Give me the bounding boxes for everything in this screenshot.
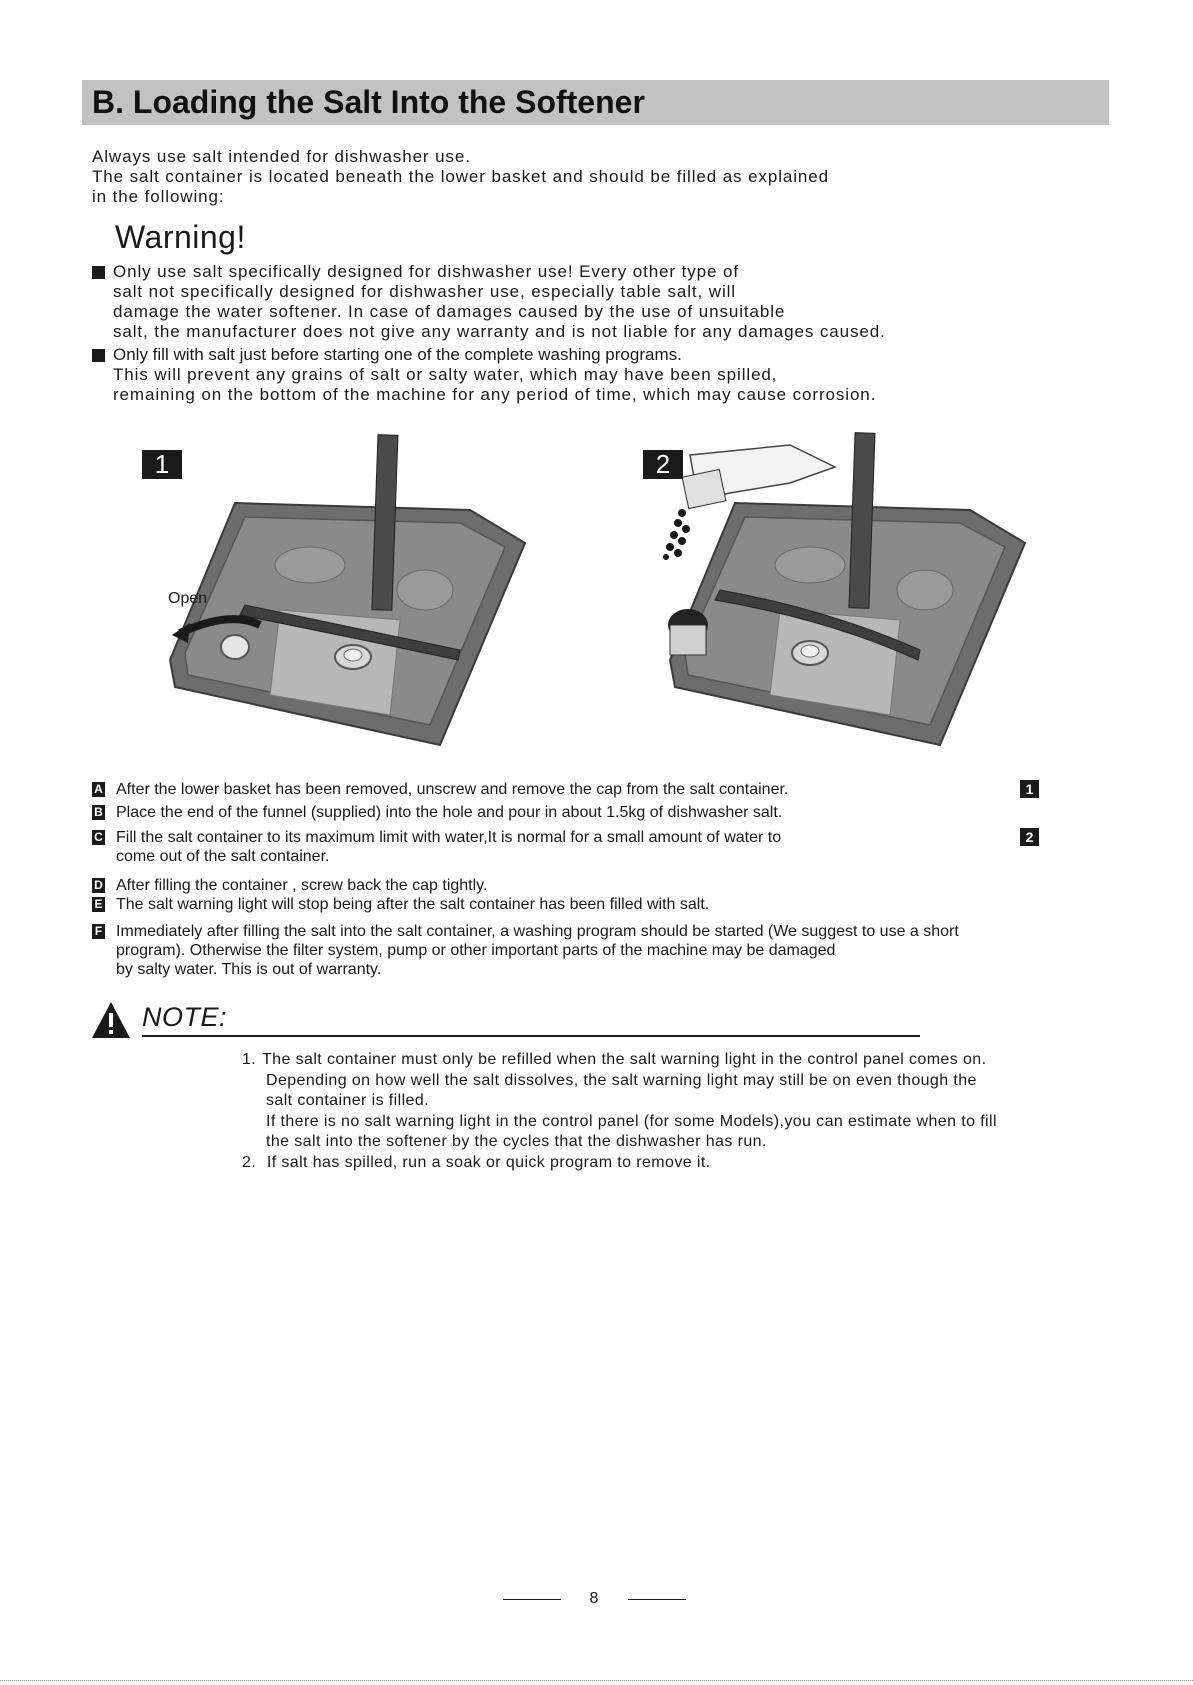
step-e: E The salt warning light will stop being… (92, 895, 1112, 914)
note-header: NOTE: (90, 1000, 920, 1040)
note-text: the salt into the softener by the cycles… (266, 1133, 767, 1150)
figure-1-open-cap: 1 Open (140, 425, 560, 755)
section-title-bar: B. Loading the Salt Into the Softener (82, 80, 1109, 125)
step-text: After the lower basket has been removed,… (116, 781, 789, 798)
step-b: B Place the end of the funnel (supplied)… (92, 803, 1112, 822)
page-footer: 8 (0, 1590, 1193, 1620)
warning-line: salt, the manufacturer does not give any… (113, 322, 886, 341)
intro-line: in the following: (92, 187, 225, 206)
step-text: come out of the salt container. (116, 848, 330, 865)
footer-rule (628, 1599, 686, 1600)
step-text: Immediately after filling the salt into … (116, 923, 959, 940)
step-letter-badge: F (92, 924, 105, 939)
footer-rule (503, 1599, 561, 1600)
step-text: Fill the salt container to its maximum l… (116, 829, 782, 846)
warning-line: salt not specifically designed for dishw… (113, 282, 736, 301)
intro-line: Always use salt intended for dishwasher … (92, 147, 471, 166)
warning-item-1: Only use salt specifically designed for … (92, 262, 1073, 342)
note-text: The salt container must only be refilled… (262, 1051, 987, 1068)
warning-line: damage the water softener. In case of da… (113, 302, 786, 321)
step-a: A After the lower basket has been remove… (92, 780, 1112, 799)
warning-line: Only fill with salt just before starting… (113, 345, 682, 364)
bullet-square-icon (92, 349, 105, 362)
figure-ref-badge: 2 (1020, 828, 1039, 846)
step-letter-badge: A (92, 782, 105, 797)
note-text: Depending on how well the salt dissolves… (266, 1071, 977, 1089)
warning-line: This will prevent any grains of salt or … (113, 365, 778, 384)
note-text: If salt has spilled, run a soak or quick… (266, 1153, 711, 1171)
warning-item-2: Only fill with salt just before starting… (92, 345, 1073, 405)
step-d: D After filling the container , screw ba… (92, 876, 1112, 895)
note-item-1: 1. The salt container must only be refill… (242, 1050, 1112, 1153)
page-title: B. Loading the Salt Into the Softener (92, 84, 645, 120)
note-divider (142, 1035, 920, 1037)
step-text: Place the end of the funnel (supplied) i… (116, 804, 783, 821)
figure-ref-badge: 1 (1020, 780, 1039, 798)
page-bottom-edge (0, 1680, 1193, 1683)
figure-number-badge: 1 (142, 450, 182, 479)
note-text: salt container is filled. (266, 1092, 429, 1109)
figure-2-pour-salt: 2 (640, 425, 1060, 755)
intro-text: Always use salt intended for dishwasher … (92, 147, 1092, 207)
note-number: 2. (242, 1153, 257, 1171)
note-label: NOTE: (142, 1002, 228, 1032)
dishwasher-tub-illustration (168, 434, 527, 747)
note-number: 1. (242, 1051, 257, 1068)
note-text: If there is no salt warning light in the… (266, 1112, 997, 1130)
note-item-2: 2. If salt has spilled, run a soak or qu… (242, 1153, 1112, 1174)
step-letter-badge: C (92, 830, 105, 845)
step-text: After filling the container , screw back… (116, 877, 488, 894)
bullet-square-icon (92, 266, 105, 279)
step-f: F Immediately after filling the salt int… (92, 922, 1112, 979)
warning-triangle-icon (92, 1002, 130, 1038)
warning-line: remaining on the bottom of the machine f… (113, 385, 877, 404)
step-letter-badge: B (92, 805, 105, 820)
step-text: The salt warning light will stop being a… (116, 896, 710, 913)
dishwasher-tub-illustration (663, 432, 1027, 747)
step-text: program). Otherwise the filter system, p… (116, 942, 836, 959)
figure-number-badge: 2 (643, 450, 683, 479)
step-letter-badge: D (92, 878, 105, 893)
step-text: by salty water. This is out of warranty. (116, 961, 382, 978)
warning-heading: Warning! (115, 219, 246, 255)
page-number: 8 (589, 1590, 599, 1607)
step-letter-badge: E (92, 897, 105, 912)
warning-line: Only use salt specifically designed for … (113, 262, 739, 281)
step-c: C Fill the salt container to its maximum… (92, 828, 1112, 866)
intro-line: The salt container is located beneath th… (92, 167, 829, 186)
note-list: 1. The salt container must only be refill… (242, 1050, 1112, 1173)
open-label: Open (168, 590, 208, 607)
